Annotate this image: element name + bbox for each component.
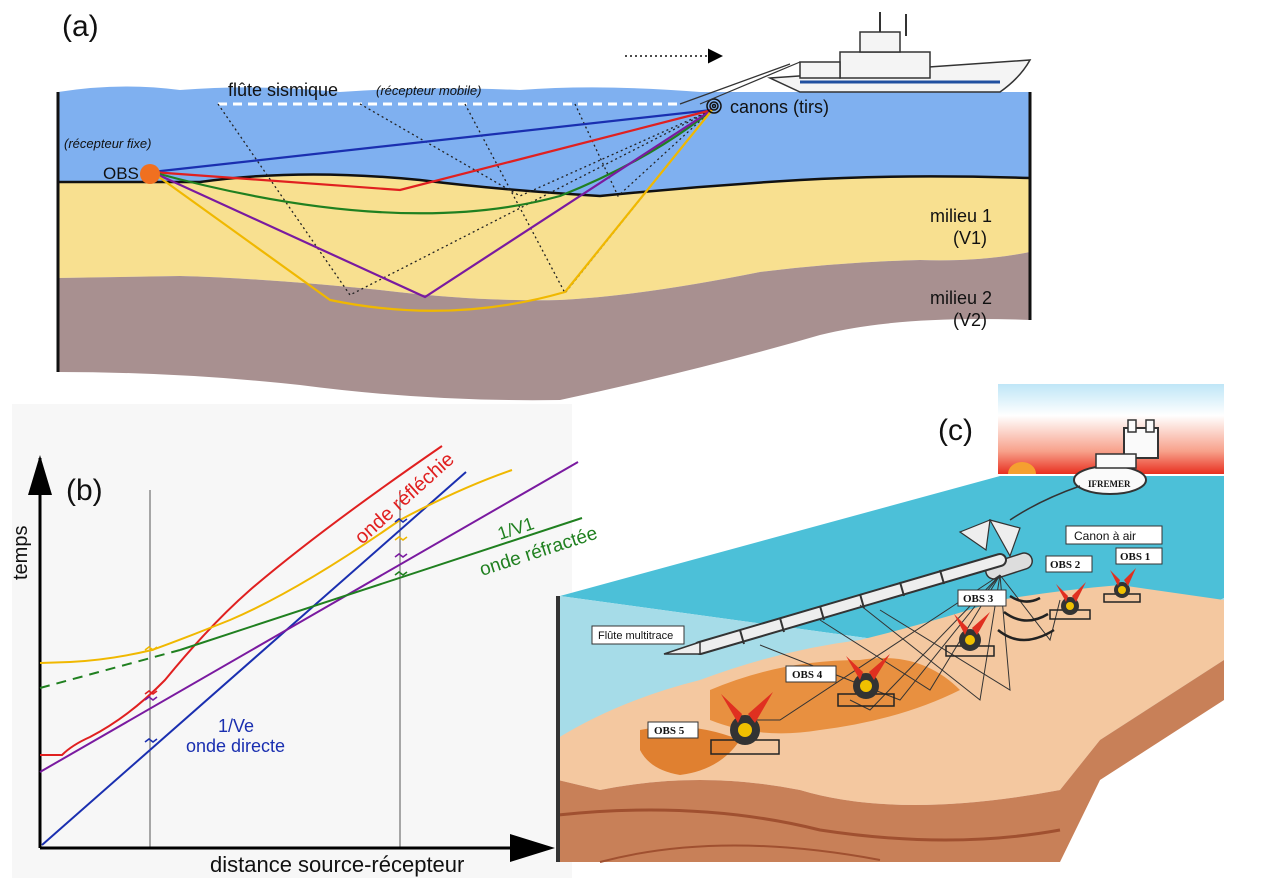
svg-text:OBS 1: OBS 1: [1120, 551, 1150, 563]
airgun-fan-icon: [988, 519, 1021, 558]
streamer-label-box: Flûte multitrace: [591, 625, 685, 645]
medium-1-label: milieu 1: [930, 206, 992, 226]
deep-reflected-ray: [151, 109, 713, 299]
head-wave-curve: [39, 469, 513, 664]
layer-2: [58, 252, 1030, 401]
sediment-patch-2: [640, 726, 740, 775]
svg-text:Canon à air: Canon à air: [1074, 529, 1136, 543]
medium-2-label: milieu 2: [930, 288, 992, 308]
streamer-label: flûte sismique: [228, 80, 338, 100]
direct-wave-curve: [41, 471, 467, 846]
obs-5-label: OBS 5: [647, 721, 699, 739]
svg-text:OBS 5: OBS 5: [654, 725, 685, 737]
seafloor-line: [58, 173, 1031, 198]
svg-text:OBS 2: OBS 2: [1050, 559, 1081, 571]
sun-icon: [1008, 462, 1036, 474]
refracted-wave-curve: [179, 517, 583, 651]
panel-b-tag: (b): [66, 474, 103, 507]
svg-text:OBS 3: OBS 3: [963, 593, 994, 605]
research-ship-icon: IFREMER: [1073, 419, 1159, 495]
distance-axis-label: distance source-récepteur: [210, 852, 464, 877]
panel-c-tag: (c): [938, 414, 973, 447]
obs-unit-5: [710, 692, 780, 755]
head-wave-ray: [151, 109, 713, 312]
airgun-icon: [706, 98, 722, 114]
reflected-ray: [151, 108, 713, 192]
crust-front-face: [558, 660, 1224, 862]
panel-a: (a) flûte sismique (récepteur mobile) ca…: [56, 10, 1032, 401]
medium-2-velocity: (V2): [953, 310, 987, 330]
fixed-receiver-note: (récepteur fixe): [64, 136, 151, 151]
obs-unit-2: [1049, 582, 1091, 620]
obs-1-label: OBS 1: [1115, 547, 1163, 565]
refracted-wave-extension: [39, 649, 181, 689]
time-axis-label: temps: [10, 526, 32, 580]
direct-slope-label: 1/Ve: [218, 716, 254, 736]
refracted-ray: [151, 109, 713, 215]
obs-4-label: OBS 4: [785, 665, 837, 683]
obs-label: OBS: [103, 164, 139, 183]
ship-name: IFREMER: [1088, 479, 1131, 489]
svg-text:OBS 4: OBS 4: [792, 669, 823, 681]
layer-1: [58, 174, 1030, 301]
obs-marker: [140, 164, 160, 184]
ship-icon: [679, 12, 1032, 105]
direct-wave-label: onde directe: [186, 736, 285, 756]
deep-reflection-curve: [39, 461, 579, 773]
panel-c: IFREMER: [556, 384, 1224, 863]
guns-label: canons (tirs): [730, 97, 829, 117]
water-layer: [58, 86, 1030, 196]
shot-wavefronts: [997, 594, 1055, 642]
medium-1-velocity: (V1): [953, 228, 987, 248]
trace-wiggles: [144, 518, 408, 743]
panel-b: (b) temps distance source-récepteur onde…: [10, 404, 600, 878]
airgun-label: Canon à air: [1065, 525, 1163, 545]
svg-text:Flûte multitrace: Flûte multitrace: [598, 630, 673, 642]
direct-ray: [151, 108, 713, 174]
streamer-note: (récepteur mobile): [376, 83, 482, 98]
reflected-wave-curve: [40, 445, 443, 756]
streamer-cable: [663, 553, 1007, 655]
obs-unit-1: [1103, 568, 1141, 603]
obs-unit-3: [945, 612, 995, 657]
sediment-patch: [710, 658, 960, 734]
obs-unit-4: [837, 654, 895, 707]
obs-3-label: OBS 3: [957, 589, 1007, 607]
panel-a-tag: (a): [62, 10, 99, 43]
obs-2-label: OBS 2: [1045, 555, 1093, 573]
